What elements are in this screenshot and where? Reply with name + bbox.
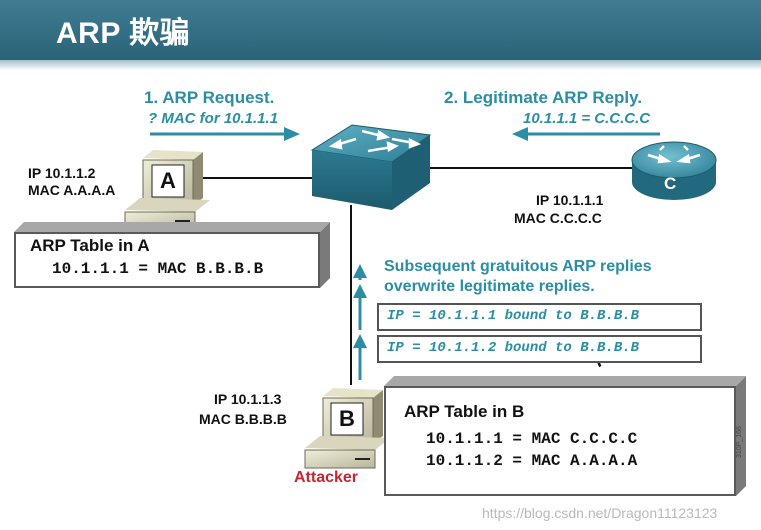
- router-c-mac: MAC C.C.C.C: [514, 210, 602, 226]
- bound-box-1: IP = 10.1.1.1 bound to B.B.B.B: [377, 303, 702, 331]
- arp-table-a: ARP Table in A 10.1.1.1 = MAC B.B.B.B: [14, 232, 320, 288]
- gratuitous-line1: Subsequent gratuitous ARP replies: [384, 258, 652, 275]
- header-bar: [0, 0, 761, 60]
- router-c-ip: IP 10.1.1.1: [536, 192, 604, 208]
- host-b-mac: MAC B.B.B.B: [199, 411, 287, 427]
- host-a-ip: IP 10.1.1.2: [28, 165, 96, 181]
- pc-b-icon: [304, 388, 390, 469]
- bound-box-2: IP = 10.1.1.2 bound to B.B.B.B: [377, 335, 702, 363]
- request-arrow-head: [284, 127, 300, 141]
- gratuitous-arrows: [353, 264, 367, 380]
- request-title: 1. ARP Request.: [144, 88, 275, 107]
- host-b-letter: B: [339, 406, 355, 431]
- gratuitous-line2: overwrite legitimate replies.: [384, 278, 595, 295]
- arp-table-b-entry-2: 10.1.1.2 = MAC A.A.A.A: [426, 452, 638, 470]
- host-b-ip: IP 10.1.1.3: [214, 391, 282, 407]
- router-c-letter: C: [664, 174, 677, 193]
- attacker-label: Attacker: [294, 469, 359, 486]
- arp-table-b-title: ARP Table in B: [404, 402, 525, 421]
- arp-table-a-title: ARP Table in A: [30, 236, 150, 255]
- request-subtitle: ? MAC for 10.1.1.1: [148, 110, 279, 127]
- figure-code: 310P_166: [736, 426, 743, 458]
- page-title: ARP 欺骗: [56, 17, 191, 50]
- arp-table-a-entry: 10.1.1.1 = MAC B.B.B.B: [52, 260, 264, 278]
- router-icon: [631, 141, 717, 200]
- pc-a-icon: [124, 150, 210, 231]
- watermark: https://blog.csdn.net/Dragon11123123: [482, 505, 718, 521]
- reply-arrow-head: [512, 127, 528, 141]
- host-a-mac: MAC A.A.A.A: [28, 182, 116, 198]
- switch-icon: [310, 124, 432, 210]
- arp-table-b-entry-1: 10.1.1.1 = MAC C.C.C.C: [426, 430, 638, 448]
- host-a-letter: A: [160, 168, 176, 193]
- arp-table-b: ARP Table in B 10.1.1.1 = MAC C.C.C.C 10…: [384, 386, 736, 496]
- header-shadow: [0, 60, 761, 70]
- reply-title: 2. Legitimate ARP Reply.: [444, 88, 643, 107]
- reply-subtitle: 10.1.1.1 = C.C.C.C: [523, 110, 651, 127]
